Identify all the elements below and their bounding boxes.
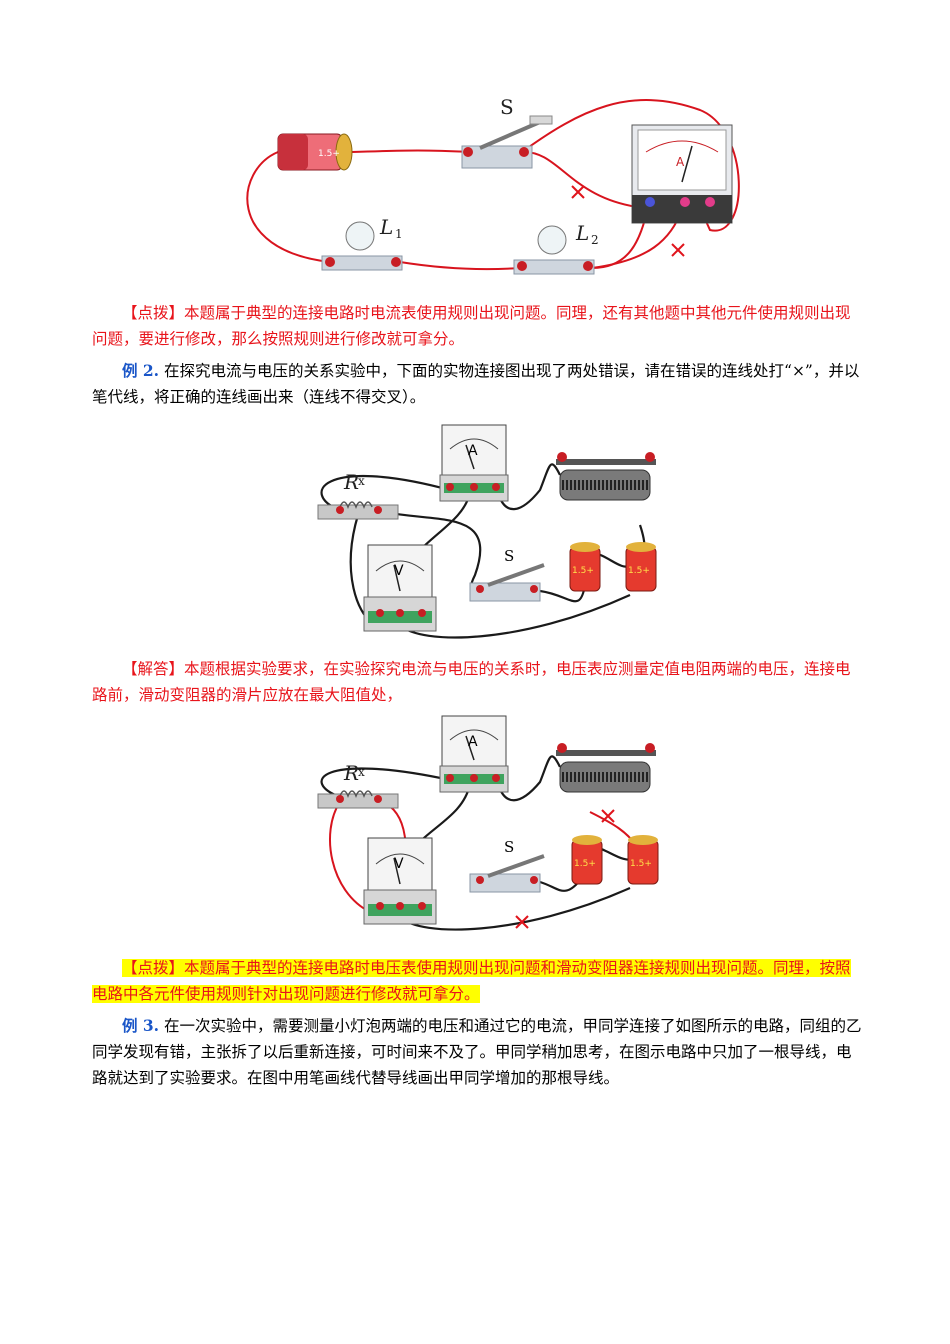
- circuit-figure-2: R x A V S 1.5+ 1: [317, 424, 657, 639]
- svg-text:R: R: [343, 761, 359, 785]
- ammeter-icon: A: [439, 715, 509, 793]
- example-3-text: 在一次实验中，需要测量小灯泡两端的电压和通过它的电流，甲同学连接了如图所示的电路…: [92, 1017, 862, 1087]
- voltmeter-icon: V: [363, 837, 437, 925]
- svg-text:1.5+: 1.5+: [574, 859, 596, 869]
- svg-text:x: x: [358, 474, 365, 488]
- rheostat-icon: [556, 743, 656, 793]
- voltmeter-icon: V: [363, 544, 437, 632]
- example-2-label: 例 2.: [122, 361, 160, 380]
- resistor-icon: R x: [317, 761, 399, 809]
- tip-paragraph-1: 【点拨】本题属于典型的连接电路时电流表使用规则出现问题。同理，还有其他题中其他元…: [92, 300, 862, 352]
- svg-text:1.5+: 1.5+: [572, 566, 594, 576]
- circuit-figure-3: R x A V S 1.5+ 1: [317, 715, 659, 931]
- svg-text:x: x: [358, 765, 365, 779]
- svg-text:A: A: [676, 155, 685, 169]
- battery-icon: 1.5+ 1.5+: [571, 835, 659, 885]
- svg-text:L: L: [575, 221, 589, 245]
- svg-text:R: R: [343, 470, 359, 494]
- ammeter-icon: A: [439, 424, 509, 502]
- answer-bracket: 【解答】: [122, 660, 185, 678]
- svg-text:1.5+: 1.5+: [628, 566, 650, 576]
- switch-icon: S: [469, 838, 545, 893]
- svg-text:V: V: [394, 856, 404, 872]
- example-3-label: 例 3.: [122, 1016, 160, 1035]
- svg-text:1: 1: [395, 227, 403, 241]
- svg-text:L: L: [379, 215, 393, 239]
- lamp-2-icon: L 2: [513, 221, 599, 275]
- ammeter-icon: A: [631, 124, 733, 224]
- example-3-paragraph: 例 3. 在一次实验中，需要测量小灯泡两端的电压和通过它的电流，甲同学连接了如图…: [92, 1013, 862, 1091]
- svg-text:2: 2: [591, 233, 599, 247]
- answer-paragraph: 【解答】本题根据实验要求，在实验探究电流与电压的关系时，电压表应测量定值电阻两端…: [92, 656, 862, 708]
- lamp-1-icon: L 1: [321, 215, 403, 271]
- tip-text: 本题属于典型的连接电路时电流表使用规则出现问题。同理，还有其他题中其他元件使用规…: [92, 304, 851, 348]
- example-2-paragraph: 例 2. 在探究电流与电压的关系实验中，下面的实物连接图出现了两处错误，请在错误…: [92, 358, 862, 410]
- svg-text:1.5+: 1.5+: [630, 859, 652, 869]
- svg-text:V: V: [394, 563, 404, 579]
- tip-paragraph-2: 【点拨】本题属于典型的连接电路时电压表使用规则出现问题和滑动变阻器连接规则出现问…: [92, 955, 862, 1007]
- tip-bracket: 【点拨】: [122, 304, 185, 322]
- error-mark-icon: [571, 185, 685, 257]
- svg-text:S: S: [504, 547, 514, 565]
- battery-icon: 1.5+ 1.5+: [569, 542, 657, 592]
- switch-icon: S: [461, 95, 553, 169]
- example-2-text: 在探究电流与电压的关系实验中，下面的实物连接图出现了两处错误，请在错误的连线处打…: [92, 362, 860, 406]
- svg-text:A: A: [468, 443, 478, 459]
- tip-bracket: 【点拨】: [122, 959, 185, 977]
- resistor-icon: R x: [317, 470, 399, 520]
- battery-icon: 1.5+: [277, 133, 353, 171]
- svg-text:1.5+: 1.5+: [318, 149, 340, 159]
- rheostat-icon: [556, 452, 656, 501]
- tip-text: 本题属于典型的连接电路时电压表使用规则出现问题和滑动变阻器连接规则出现问题。同理…: [92, 959, 851, 1003]
- answer-text: 本题根据实验要求，在实验探究电流与电压的关系时，电压表应测量定值电阻两端的电压，…: [92, 660, 851, 704]
- switch-label: S: [500, 95, 514, 119]
- circuit-figure-1: 1.5+ S A L 1 L 2: [246, 95, 740, 275]
- svg-text:S: S: [504, 838, 514, 856]
- switch-icon: S: [469, 547, 545, 602]
- error-mark-icon: [515, 809, 615, 929]
- svg-text:A: A: [468, 734, 478, 750]
